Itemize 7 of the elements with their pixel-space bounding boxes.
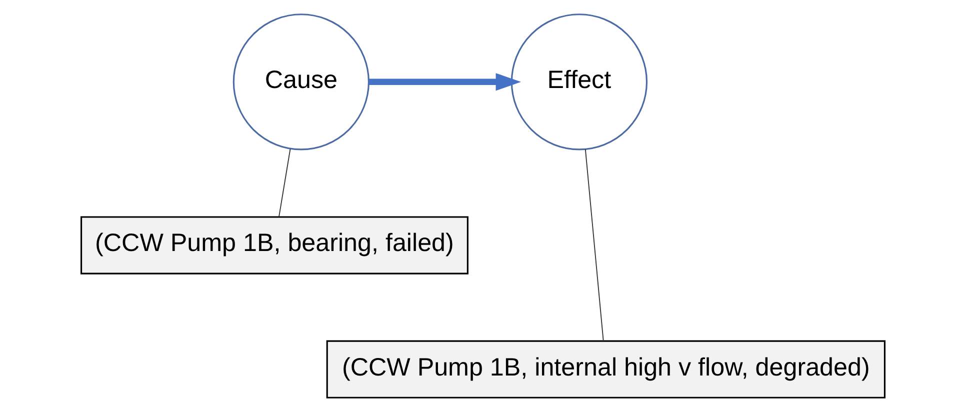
connector [584,148,604,342]
node-box: (CCW Pump 1B, internal high v flow, degraded) [326,340,885,398]
arrow [368,73,521,91]
node-circle: Effect [510,14,648,150]
node-box: (CCW Pump 1B, bearing, failed) [80,216,468,274]
connector [278,148,290,217]
node-circle: Cause [232,14,370,150]
